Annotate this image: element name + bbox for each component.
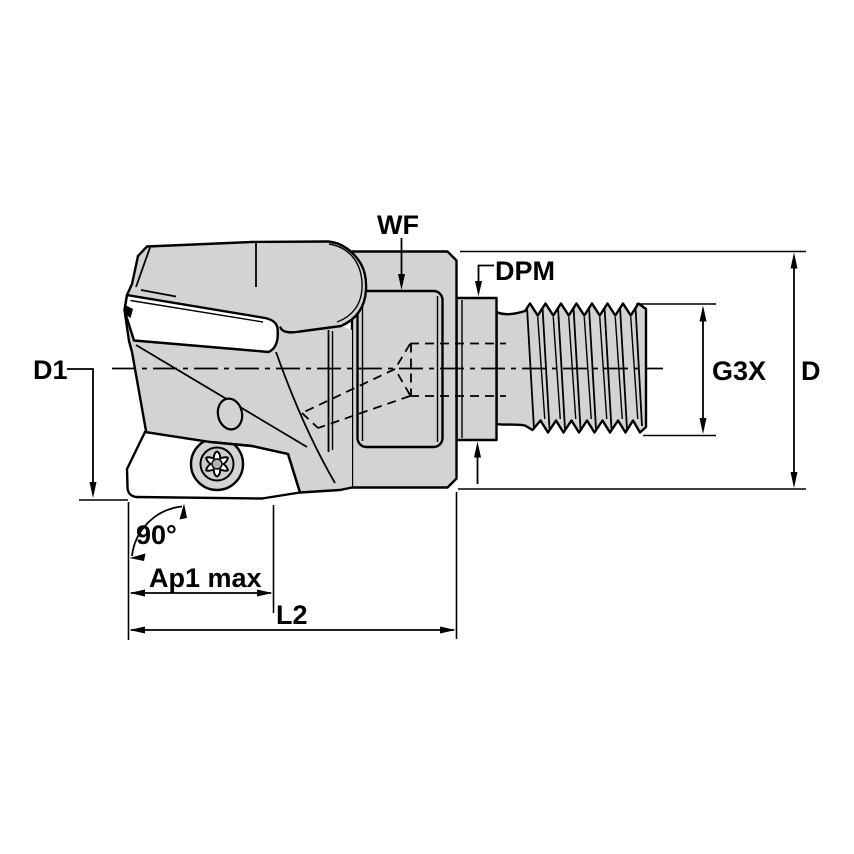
- dim-l2: L2: [129, 492, 458, 639]
- dim-ap1: Ap1 max: [127, 502, 275, 640]
- dim-label-d: D: [801, 356, 821, 386]
- bottom-insert: [125, 430, 302, 500]
- dim-label-dpm: DPM: [495, 256, 555, 286]
- flute-face-edge: [135, 344, 308, 448]
- dim-label-g3x: G3X: [712, 356, 766, 386]
- flute-lobe: [279, 240, 368, 334]
- dim-d: D: [458, 250, 821, 490]
- dim-label-d1: D1: [33, 355, 68, 385]
- dim-dpm: DPM: [474, 256, 555, 484]
- collar: [350, 250, 458, 489]
- dim-label-wf: WF: [377, 210, 419, 240]
- dim-label-l2: L2: [276, 600, 308, 630]
- insert-cutting-edge: [124, 305, 133, 318]
- top-insert: [123, 293, 279, 354]
- dim-d1: D1: [33, 355, 128, 501]
- dim-g3x: G3X: [636, 303, 766, 437]
- dim-angle: 90°: [129, 503, 187, 561]
- dim-label-ap1: Ap1 max: [149, 563, 262, 593]
- coolant-hole: [216, 397, 244, 431]
- torx-screw: [189, 436, 245, 492]
- hidden-bore-lines: [301, 342, 506, 429]
- dim-label-angle: 90°: [136, 520, 177, 550]
- dim-wf: WF: [377, 210, 419, 290]
